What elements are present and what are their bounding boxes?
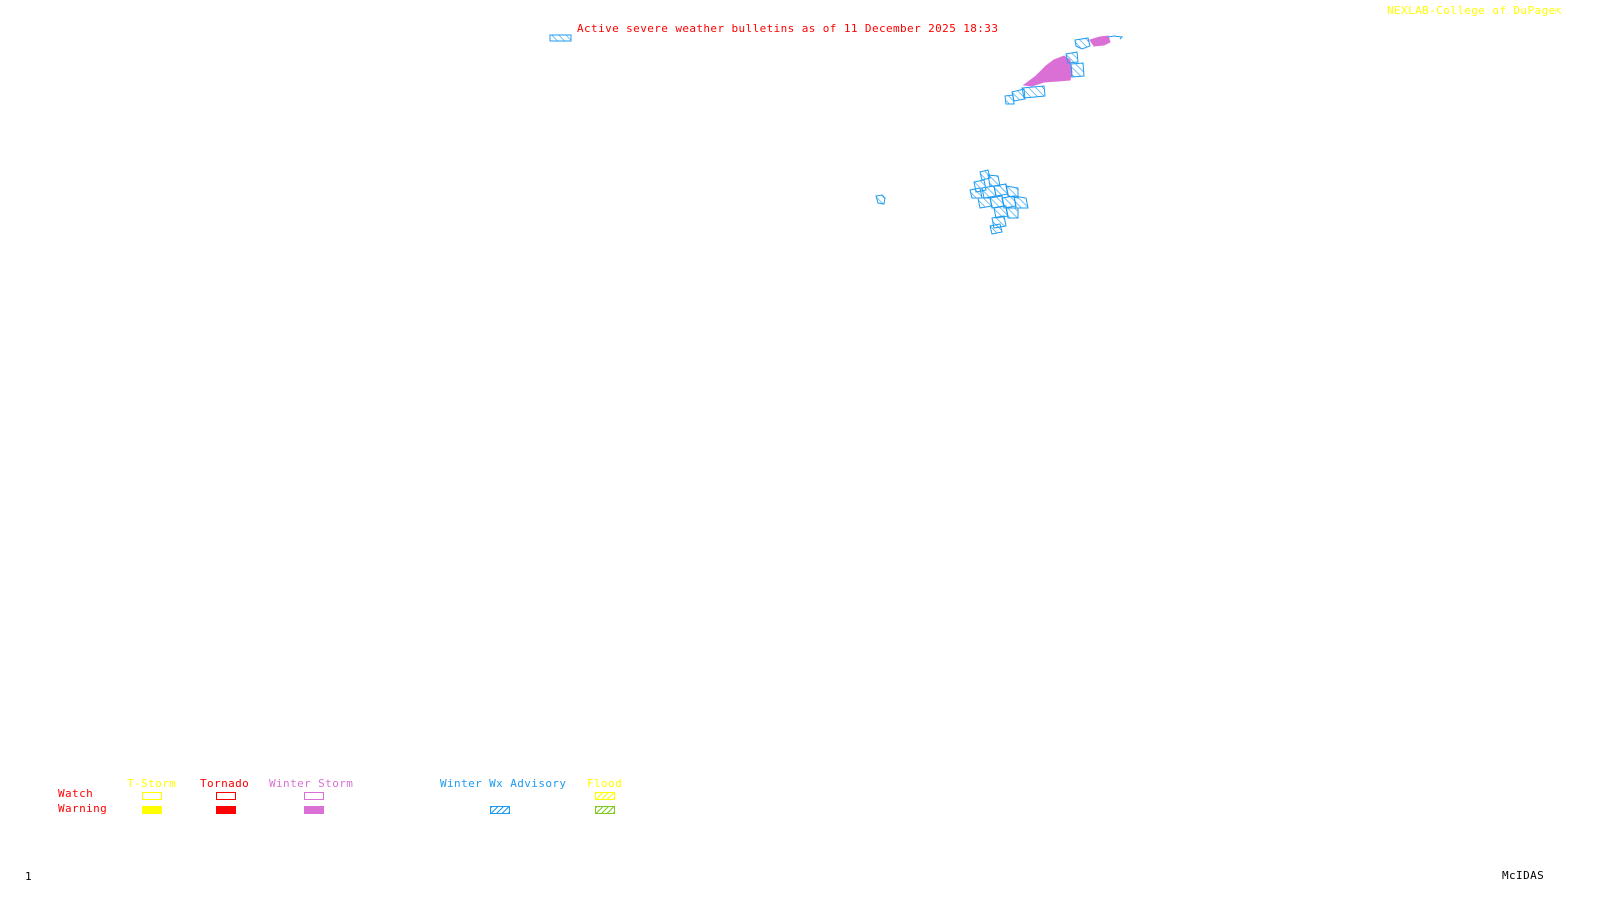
nw-arrow-icon[interactable]: ⇱ [1555,4,1563,17]
winter-wx-advisory-swatch [490,806,510,814]
frame-number: 1 [25,870,33,883]
flood-warning-swatch [595,806,615,814]
winter-storm-warning-swatch [304,806,324,814]
credit-label: NEXLAB-College of DuPage [1387,4,1556,17]
winter-storm-warning-area [1022,55,1073,87]
legend-label-winter-storm: Winter Storm [269,777,354,790]
flood-watch-swatch [595,792,615,800]
advisory-area-isolated [875,194,886,205]
advisory-cluster-northeast [1004,35,1124,105]
software-label: McIDAS [1502,869,1545,882]
legend-label-flood: Flood [587,777,623,790]
legend-label-winter-wx-advisory: Winter Wx Advisory [440,777,567,790]
tstorm-watch-swatch [142,792,162,800]
tornado-warning-swatch [216,806,236,814]
legend-row-warning: Warning [58,802,108,815]
winter-storm-warning-area [1089,35,1111,47]
winter-storm-watch-swatch [304,792,324,800]
advisory-area [549,34,572,42]
legend-row-watch: Watch [58,787,94,800]
advisory-cluster-central [969,169,1029,235]
page-title: Active severe weather bulletins as of 11… [577,22,999,35]
legend-label-tstorm: T-Storm [127,777,177,790]
tornado-watch-swatch [216,792,236,800]
legend-label-tornado: Tornado [200,777,250,790]
tstorm-warning-swatch [142,806,162,814]
